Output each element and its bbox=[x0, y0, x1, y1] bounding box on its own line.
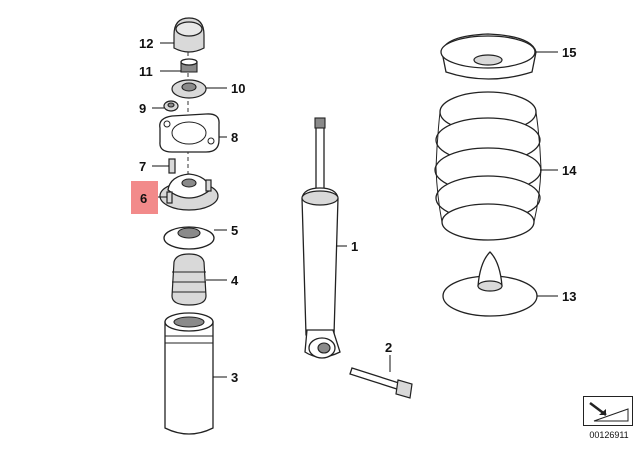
leader-lines bbox=[152, 42, 558, 378]
part-10-washer[interactable] bbox=[171, 79, 207, 99]
callout-12[interactable]: 12 bbox=[139, 36, 153, 51]
part-8-plate[interactable] bbox=[159, 113, 220, 153]
arrow-to-plane-icon bbox=[589, 402, 629, 422]
callout-6-highlight bbox=[131, 181, 158, 214]
callout-3[interactable]: 3 bbox=[231, 370, 238, 385]
callout-5[interactable]: 5 bbox=[231, 223, 238, 238]
callout-2[interactable]: 2 bbox=[385, 340, 392, 355]
reference-icon-box bbox=[583, 396, 633, 426]
part-11-nut[interactable] bbox=[180, 58, 198, 73]
part-6-strut-mount[interactable] bbox=[159, 173, 219, 211]
callout-11[interactable]: 11 bbox=[139, 64, 153, 79]
callout-10[interactable]: 10 bbox=[231, 81, 245, 96]
callout-14[interactable]: 14 bbox=[562, 163, 577, 178]
part-3-tube[interactable] bbox=[164, 312, 214, 435]
part-4-bump-stop[interactable] bbox=[171, 253, 207, 306]
callout-1[interactable]: 1 bbox=[351, 239, 358, 254]
callout-labels: 12 11 10 9 8 7 6 5 4 3 1 2 15 14 13 bbox=[139, 36, 577, 385]
callout-7[interactable]: 7 bbox=[139, 159, 146, 174]
part-15-upper-seat[interactable] bbox=[440, 33, 537, 80]
diagram-reference-code: 00126911 bbox=[589, 430, 629, 440]
part-14-coil-spring[interactable] bbox=[434, 91, 542, 241]
callout-15[interactable]: 15 bbox=[562, 45, 576, 60]
callout-13[interactable]: 13 bbox=[562, 289, 576, 304]
part-9-nut[interactable] bbox=[163, 100, 179, 112]
callout-8[interactable]: 8 bbox=[231, 130, 238, 145]
part-13-lower-seat[interactable] bbox=[442, 251, 538, 317]
part-1-shock-absorber[interactable] bbox=[301, 117, 341, 359]
callout-6[interactable]: 6 bbox=[140, 191, 147, 206]
callout-4[interactable]: 4 bbox=[231, 273, 239, 288]
part-7-stud[interactable] bbox=[168, 158, 176, 174]
callout-9[interactable]: 9 bbox=[139, 101, 146, 116]
part-12-cap[interactable] bbox=[173, 17, 205, 53]
part-2-bolt[interactable] bbox=[349, 367, 413, 399]
part-5-seat[interactable] bbox=[163, 226, 215, 250]
